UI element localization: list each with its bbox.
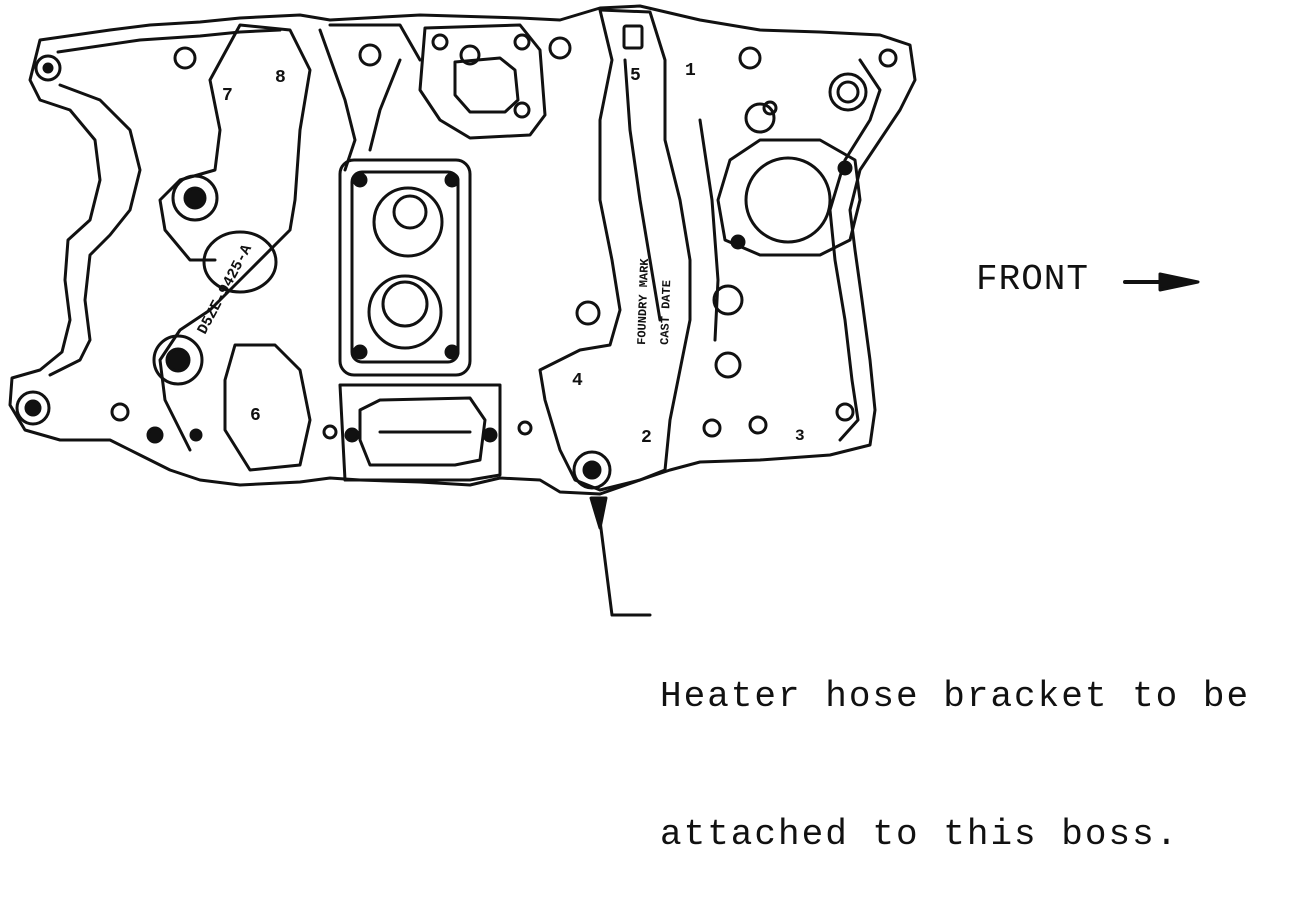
carb-bore-primary-inner [392,194,428,230]
boss-small [712,284,744,316]
carb-stud [352,172,368,188]
manifold-outline [8,4,917,496]
lower-bolt [189,428,203,442]
runner-hole [183,186,207,210]
egr-port [744,156,832,244]
bolt-boss [878,48,898,68]
bracket-bolt [482,427,498,443]
water-outlet-port [453,56,520,114]
carb-bore-primary [372,186,444,258]
boss-small [714,351,742,379]
water-outlet-flange [418,23,547,140]
heater-hose-callout: Heater hose bracket to be attached to th… [660,582,1250,904]
carb-bore-secondary [367,274,443,350]
casting-date-mark: CAST DATE [658,280,674,345]
lower-bolt [146,426,164,444]
carburetor-pad [338,158,472,377]
heater-hose-boss-hole [582,460,602,480]
boss-small [575,300,601,326]
manifold-inner-outline [48,28,882,442]
left-runner-lower [223,343,312,472]
casting-foundry-mark: FOUNDRY MARK [635,257,652,345]
egr-bolt [837,160,853,176]
cylinder-number: 6 [250,406,261,426]
right-runner [538,8,692,492]
bolt-boss [835,402,855,422]
bolt-boss [173,46,197,70]
intake-manifold-diagram: 7 8 1 5 6 4 2 3 D5ZE-9425-A FOUNDRY MARK… [8,4,1200,617]
cylinder-number: 3 [795,427,805,445]
outlet-bolt [459,44,481,66]
cylinder-number: 8 [275,68,286,88]
carburetor-pad-inner [350,170,460,364]
cylinder-number: 4 [572,371,583,391]
callout-leader-line [596,503,652,617]
carb-stud [444,344,460,360]
bolt-boss [702,418,722,438]
cylinder-number: 2 [641,428,652,448]
egr-flange [716,138,862,257]
carb-stud [444,172,460,188]
bolt-boss [110,402,130,422]
outlet-bolt [513,101,531,119]
callout-line-1: Heater hose bracket to be [660,676,1251,717]
bolt-boss [828,72,868,112]
lower-bolt [322,424,338,440]
runner-hole [165,347,191,373]
bolt-hole [42,62,54,74]
egr-bolt [730,234,746,250]
cylinder-number: 5 [630,66,641,86]
runner-boss [171,174,219,222]
left-runner [158,23,312,452]
outlet-bolt [513,33,531,51]
bolt-boss [15,390,51,426]
bolt-boss [748,415,768,435]
bracket-bolt [344,427,360,443]
bolt-boss [34,54,62,82]
casting-stamp-oval [202,230,278,294]
lower-center-bracket [338,383,502,482]
upper-runner [318,23,422,172]
outlet-bolt [431,33,449,51]
bolt-hole [836,80,860,104]
callout-line-2: attached to this boss. [660,814,1180,855]
cylinder-number: 1 [685,61,696,81]
right-runner-tab [622,24,644,50]
bolt-boss [358,43,382,67]
egr-bolt [744,102,776,134]
callout-arrowhead [589,496,608,530]
cylinder-number: 7 [222,86,233,106]
carb-bore-secondary-inner [381,280,429,328]
bolt-boss [548,36,572,60]
bolt-hole [24,399,42,417]
runner-boss [152,334,204,386]
carb-stud [352,344,368,360]
front-direction-label: FRONT [976,259,1090,300]
egr-bolt [762,100,778,116]
lower-bolt [517,420,533,436]
runner-contour [623,58,720,342]
front-arrow-head [1158,272,1200,292]
bolt-boss [738,46,762,70]
heater-hose-boss [572,450,612,490]
